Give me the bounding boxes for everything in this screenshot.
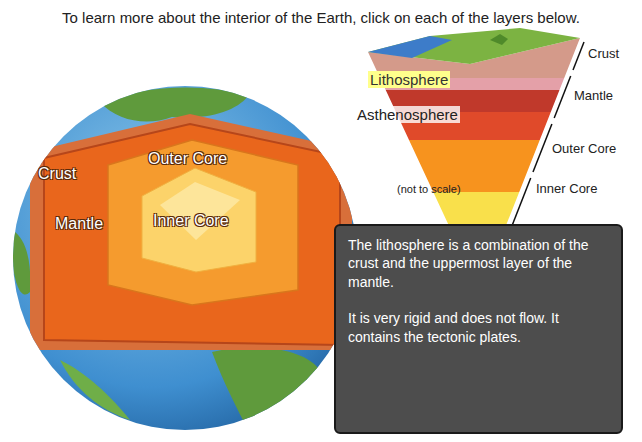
layer-label: Asthenosphere <box>355 106 460 123</box>
info-box: The lithosphere is a combination of the … <box>334 224 623 434</box>
layer-label: Mantle <box>574 89 613 104</box>
layer-label: Crust <box>38 165 76 183</box>
continents <box>12 87 354 434</box>
inner-core-highlight <box>160 182 240 240</box>
layer-label: Inner Core <box>153 212 229 230</box>
wedge <box>360 28 590 232</box>
layer-label: Inner Core <box>536 182 597 197</box>
layer-label: Outer Core <box>148 150 227 168</box>
wedge-surface <box>368 28 580 64</box>
wedge-hill <box>490 34 508 45</box>
layer-brackets <box>512 42 584 226</box>
bracket <box>573 42 584 70</box>
layer-label: Mantle <box>55 215 103 233</box>
layer-label: Crust <box>588 47 619 62</box>
cutaway <box>30 114 352 350</box>
info-text: It is very rigid and does not flow. It c… <box>348 309 609 346</box>
continent <box>212 347 318 434</box>
outer-core-layer <box>108 140 298 305</box>
continent <box>12 230 30 294</box>
bracket <box>554 76 571 118</box>
scale-note: (not to scale) <box>397 183 461 196</box>
info-text: The lithosphere is a combination of the … <box>348 236 609 291</box>
page-title: To learn more about the interior of the … <box>0 9 642 26</box>
layer-label: Outer Core <box>552 142 616 157</box>
highlighted-label: Lithosphere <box>368 71 450 88</box>
crust-layer <box>30 114 352 350</box>
wedge-ocean <box>368 36 452 58</box>
continent <box>100 87 248 121</box>
mantle-layer <box>44 124 340 345</box>
inner-core-layer <box>142 168 256 272</box>
continent <box>60 360 130 420</box>
bracket <box>512 178 531 226</box>
globe <box>12 86 357 434</box>
bracket <box>533 124 552 172</box>
